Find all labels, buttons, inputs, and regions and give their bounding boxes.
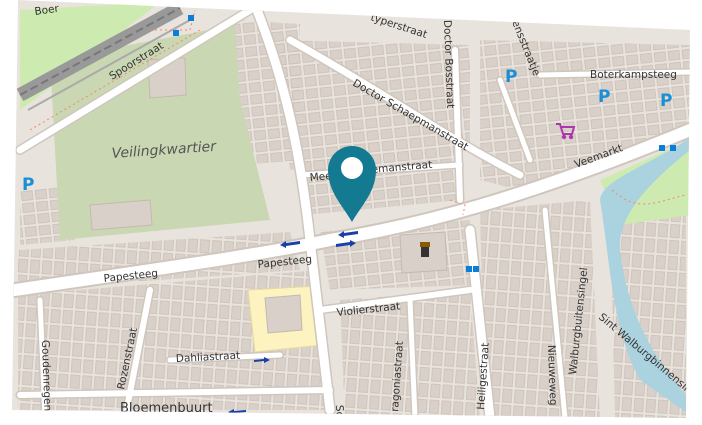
roads: [12, 0, 690, 418]
canal: [600, 138, 690, 412]
street-label-bloemenbuurt: Bloemenbuurt: [120, 401, 213, 416]
railway: [16, 1, 191, 111]
street-label-meester-tail: emanstraat: [371, 159, 432, 176]
veilingkwartier-area: [50, 25, 270, 240]
parking-icon[interactable]: P: [22, 175, 34, 195]
street-label-papesteeg-east: Papesteeg: [257, 253, 313, 271]
street-label-goudenregen: Goudenregen: [39, 340, 53, 412]
street-label-ragoniastraat: ragoniastraat: [389, 341, 406, 412]
district-label: Veilingkwartier: [111, 139, 218, 162]
street-label-boterkampsteeg: Boterkampsteeg: [590, 69, 677, 81]
street-label-papesteeg-west: Papesteeg: [103, 267, 159, 285]
street-label-nieuweweg: Nieuweweg: [545, 345, 559, 406]
footpaths: [29, 9, 687, 216]
building: [89, 199, 153, 231]
shopping-cart-icon[interactable]: [556, 123, 576, 140]
street-label-doctor-bosstraat: Doctor Bosstraat: [441, 20, 456, 109]
street-label-heiligestraat: Heiligestraat: [475, 342, 492, 410]
parking-icon[interactable]: P: [660, 91, 672, 111]
bus-stop-icon: [173, 15, 676, 272]
street-label-dahliastraat: Dahliastraat: [176, 350, 241, 365]
parking-icon[interactable]: P: [505, 67, 517, 87]
street-label-sch: Sch: [333, 405, 346, 425]
street-label-boer: Boer: [34, 3, 61, 18]
parking-icon[interactable]: P: [598, 87, 610, 107]
location-marker-icon[interactable]: [328, 146, 376, 222]
police-icon[interactable]: [420, 242, 430, 257]
building: [264, 294, 303, 334]
